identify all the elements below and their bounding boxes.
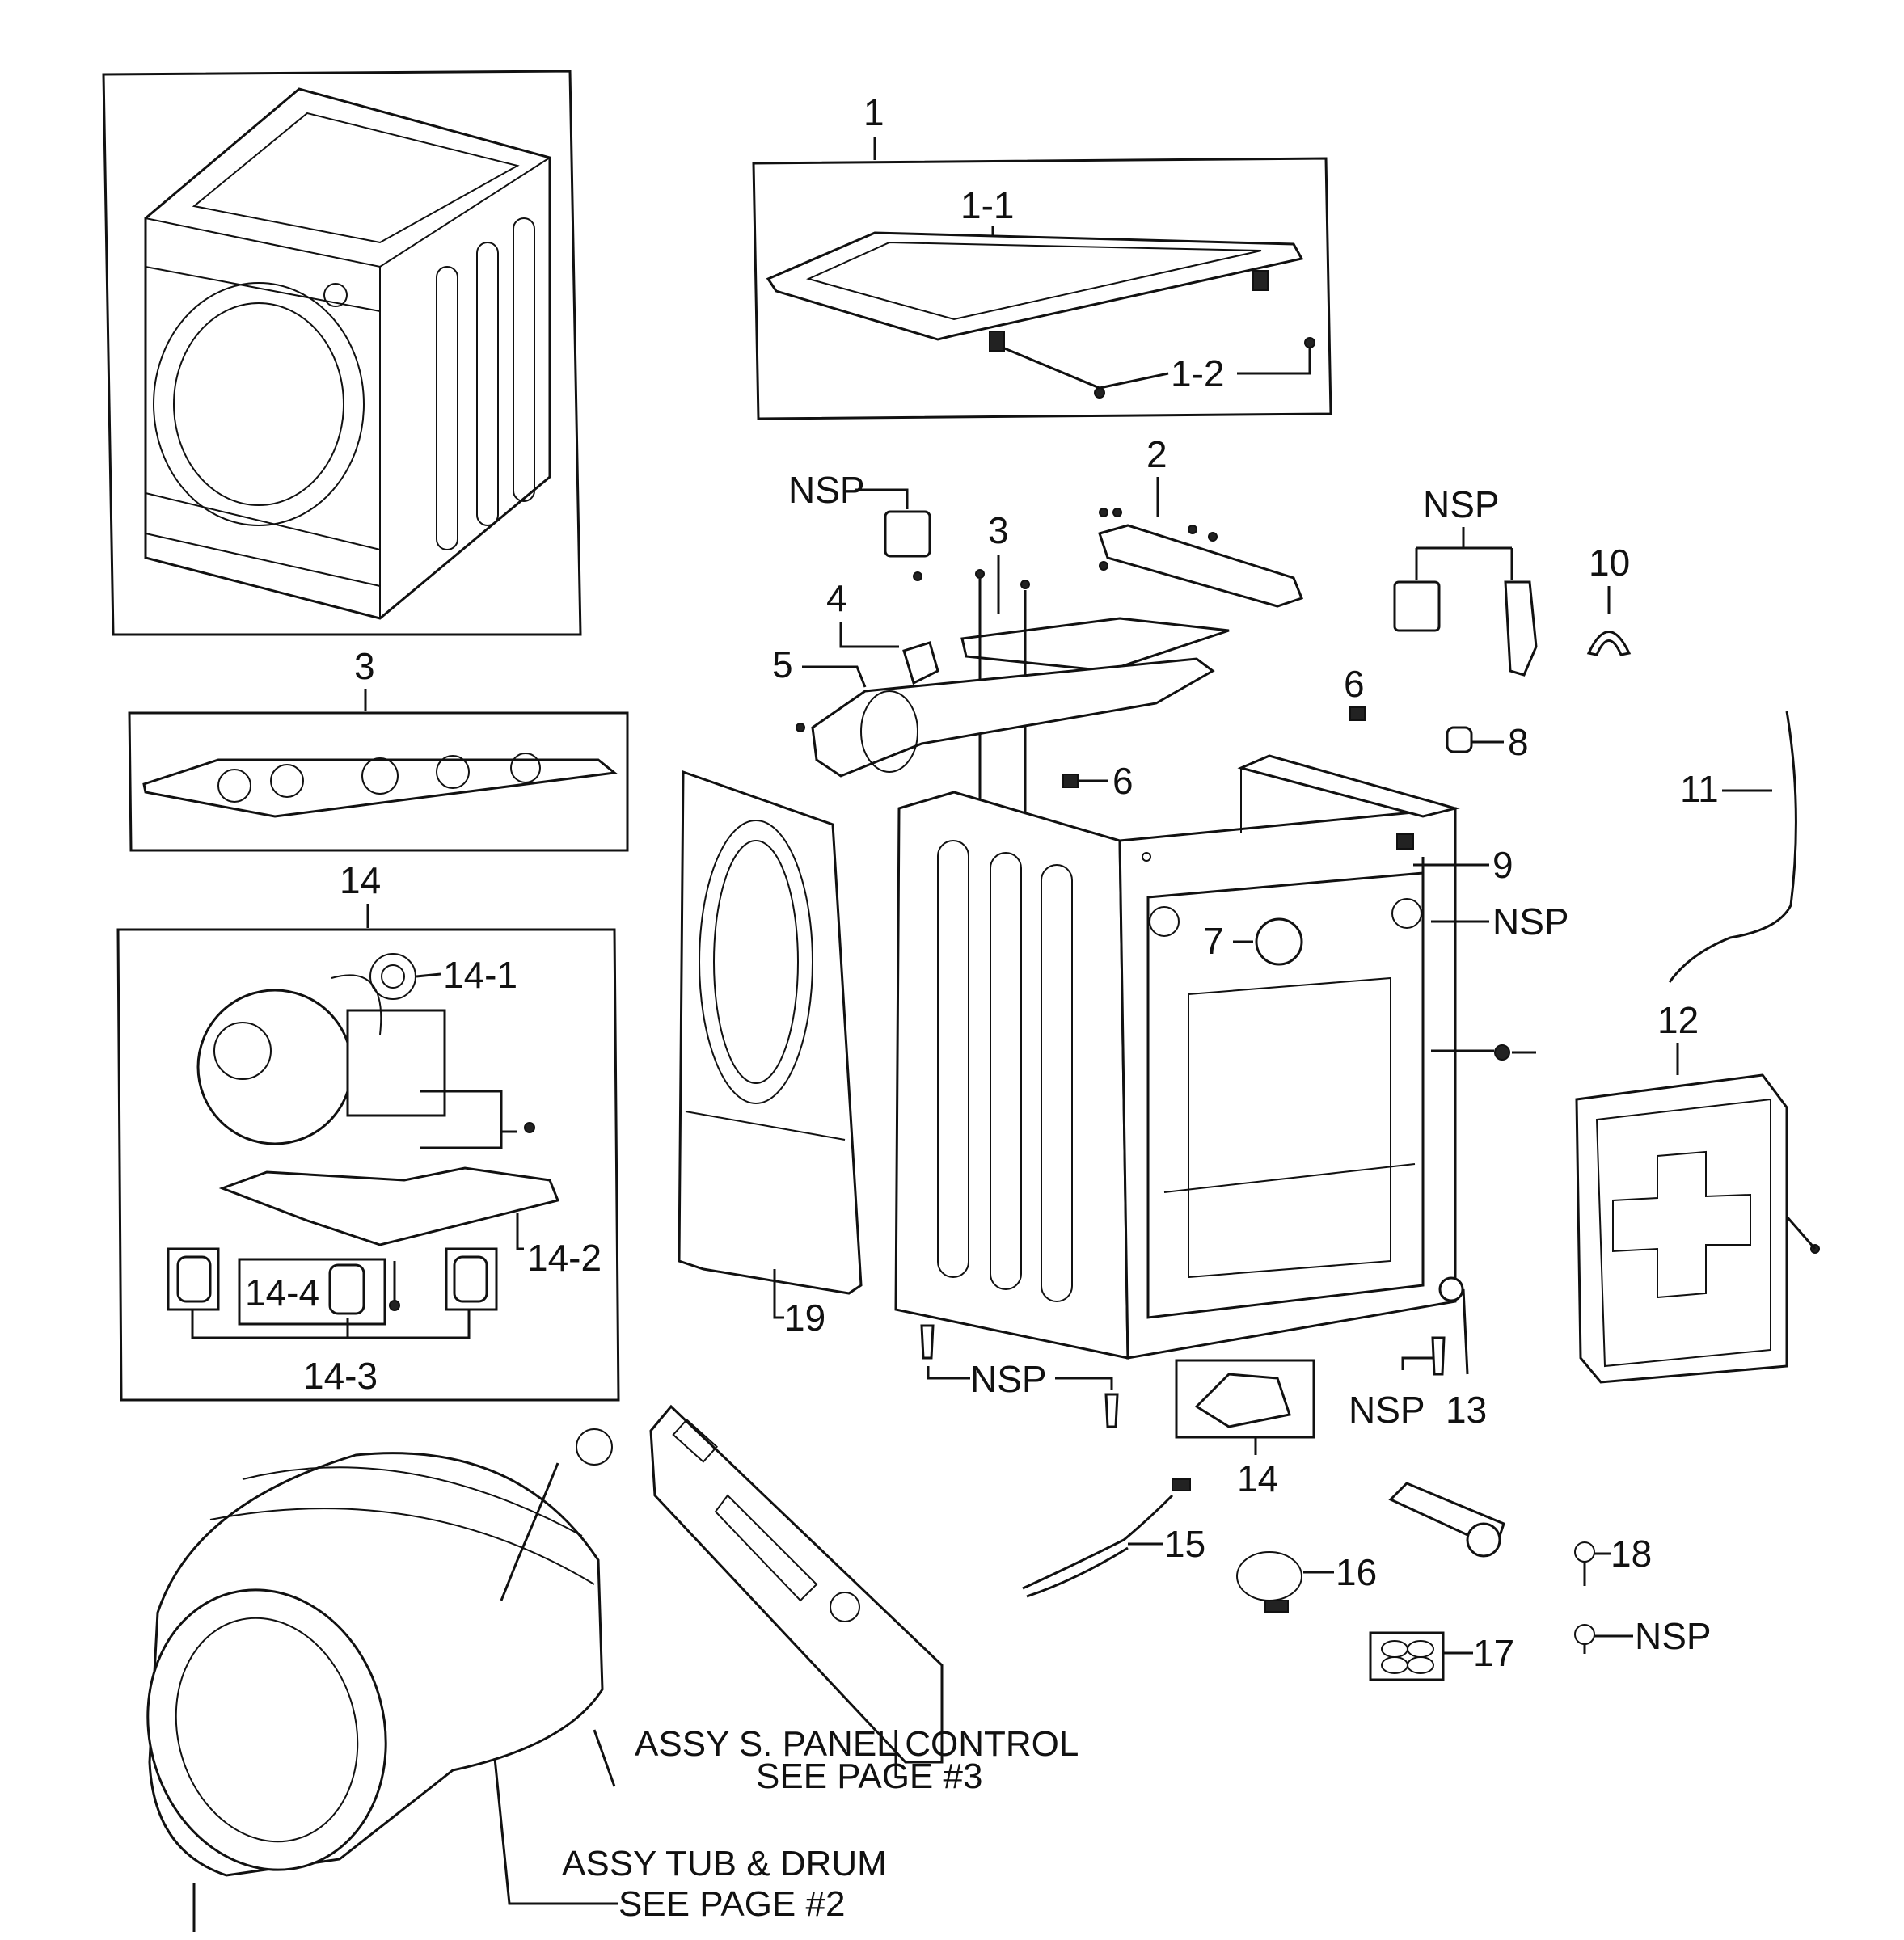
label-3-box: 3 xyxy=(354,645,375,687)
label-8: 8 xyxy=(1508,721,1529,763)
washer-overview-inset xyxy=(102,70,582,636)
label-7: 7 xyxy=(1203,920,1224,962)
lower-parts-group: NSP 14 NSP 12 15 16 xyxy=(920,999,1820,1681)
note-tub-line2: SEE PAGE #2 xyxy=(618,1884,845,1924)
label-11: 11 xyxy=(1680,768,1719,810)
label-1: 1 xyxy=(863,91,884,133)
label-14-2: 14-2 xyxy=(527,1237,602,1279)
label-15: 15 xyxy=(1164,1523,1205,1565)
control-panel-assy-group: ASSY S. PANEL CONTROL SEE PAGE #3 xyxy=(635,1404,1079,1796)
label-9: 9 xyxy=(1492,844,1513,886)
pcb-inset-group: 3 xyxy=(128,645,629,852)
label-14-1: 14-1 xyxy=(443,954,517,996)
label-19: 19 xyxy=(784,1297,825,1339)
label-1-2: 1-2 xyxy=(1171,352,1224,394)
label-17: 17 xyxy=(1473,1632,1514,1674)
cabinet-group: 7 9 NSP 13 xyxy=(894,754,1569,1431)
note-tub-line1: ASSY TUB & DRUM xyxy=(562,1844,887,1883)
drain-pump-inset-group: 14 14-1 14-2 14-4 14-3 xyxy=(116,859,620,1402)
label-6-a: 6 xyxy=(1344,663,1365,705)
label-nsp-1: NSP xyxy=(788,469,865,511)
label-10: 10 xyxy=(1589,542,1630,584)
top-cover-group: 1 1-1 1-2 xyxy=(752,91,1332,420)
upper-parts-group: NSP 3 2 4 5 6 6 N xyxy=(772,433,1797,983)
label-nsp-2: NSP xyxy=(1423,483,1500,525)
label-5: 5 xyxy=(772,643,793,685)
label-4: 4 xyxy=(826,577,847,619)
label-14-4: 14-4 xyxy=(245,1272,319,1314)
label-nsp-3: NSP xyxy=(1492,900,1569,943)
label-2: 2 xyxy=(1146,433,1167,475)
label-nsp-5: NSP xyxy=(1349,1389,1425,1431)
label-14-pump: 14 xyxy=(1237,1457,1278,1499)
label-12: 12 xyxy=(1657,999,1699,1041)
label-18: 18 xyxy=(1611,1533,1652,1575)
tub-drum-assy-group: ASSY TUB & DRUM SEE PAGE #2 xyxy=(146,1428,887,1932)
note-panel-line1: ASSY S. PANEL CONTROL xyxy=(635,1724,1079,1764)
label-13: 13 xyxy=(1446,1389,1487,1431)
label-16: 16 xyxy=(1336,1551,1377,1593)
label-6-b: 6 xyxy=(1112,760,1134,802)
label-14-box: 14 xyxy=(340,859,381,901)
label-14-3: 14-3 xyxy=(303,1355,378,1397)
label-3-top: 3 xyxy=(988,509,1009,551)
label-1-1: 1-1 xyxy=(960,184,1014,226)
front-panel-group: 19 xyxy=(678,770,863,1339)
label-nsp-6: NSP xyxy=(1635,1615,1712,1657)
label-nsp-4: NSP xyxy=(970,1358,1047,1400)
note-panel-line2: SEE PAGE #3 xyxy=(756,1757,982,1796)
